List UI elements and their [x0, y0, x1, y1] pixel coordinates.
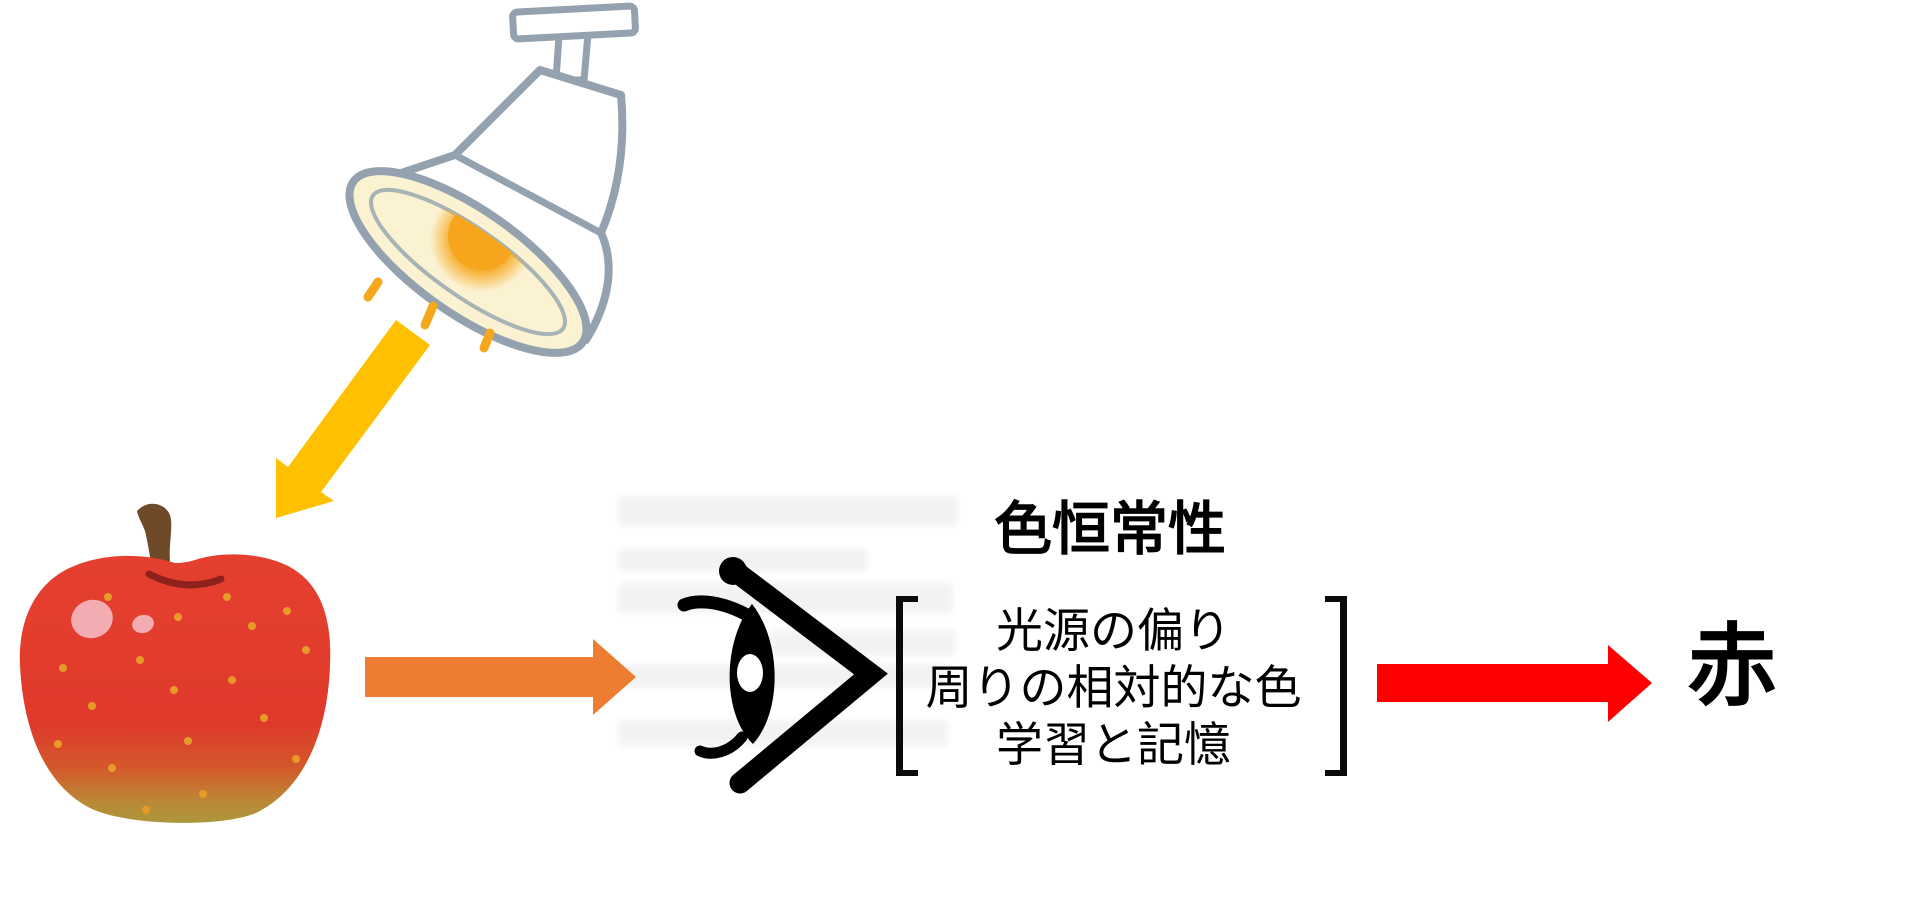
lamp-collar-line	[451, 151, 605, 237]
ghost-text-row	[618, 496, 958, 526]
reflection-arrow	[365, 639, 636, 715]
ghost-text-row	[618, 664, 948, 688]
factor-item: 学習と記憶	[996, 718, 1231, 771]
result-arrow	[1377, 645, 1652, 722]
lamp-mount	[509, 2, 639, 43]
factor-item: 周りの相対的な色	[925, 661, 1302, 714]
diagram-title: 色恒常性	[993, 497, 1226, 562]
apple-highlights	[71, 599, 154, 639]
factor-list: 光源の偏り 周りの相対的な色 学習と記憶	[903, 602, 1324, 773]
light-arrow	[276, 320, 430, 518]
lamp-icon	[345, 2, 639, 357]
eye-pupil-hole	[737, 654, 763, 692]
apple-speckles	[54, 593, 310, 814]
eye-upper-lash	[677, 595, 756, 623]
perceived-color-label: 赤	[1687, 617, 1777, 717]
apple-stem-notch	[145, 570, 225, 589]
factor-item: 光源の偏り	[996, 604, 1231, 657]
eye-lids	[720, 557, 888, 794]
apple-icon	[19, 503, 331, 823]
eye-lower-lash	[694, 731, 748, 759]
right-bracket	[1325, 596, 1347, 776]
left-bracket	[896, 596, 918, 776]
ghost-text-row	[770, 630, 955, 656]
light-rays	[363, 277, 495, 353]
eye-brow-dot	[719, 557, 747, 585]
eye-icon	[677, 557, 888, 794]
ghost-text-row	[618, 549, 868, 571]
